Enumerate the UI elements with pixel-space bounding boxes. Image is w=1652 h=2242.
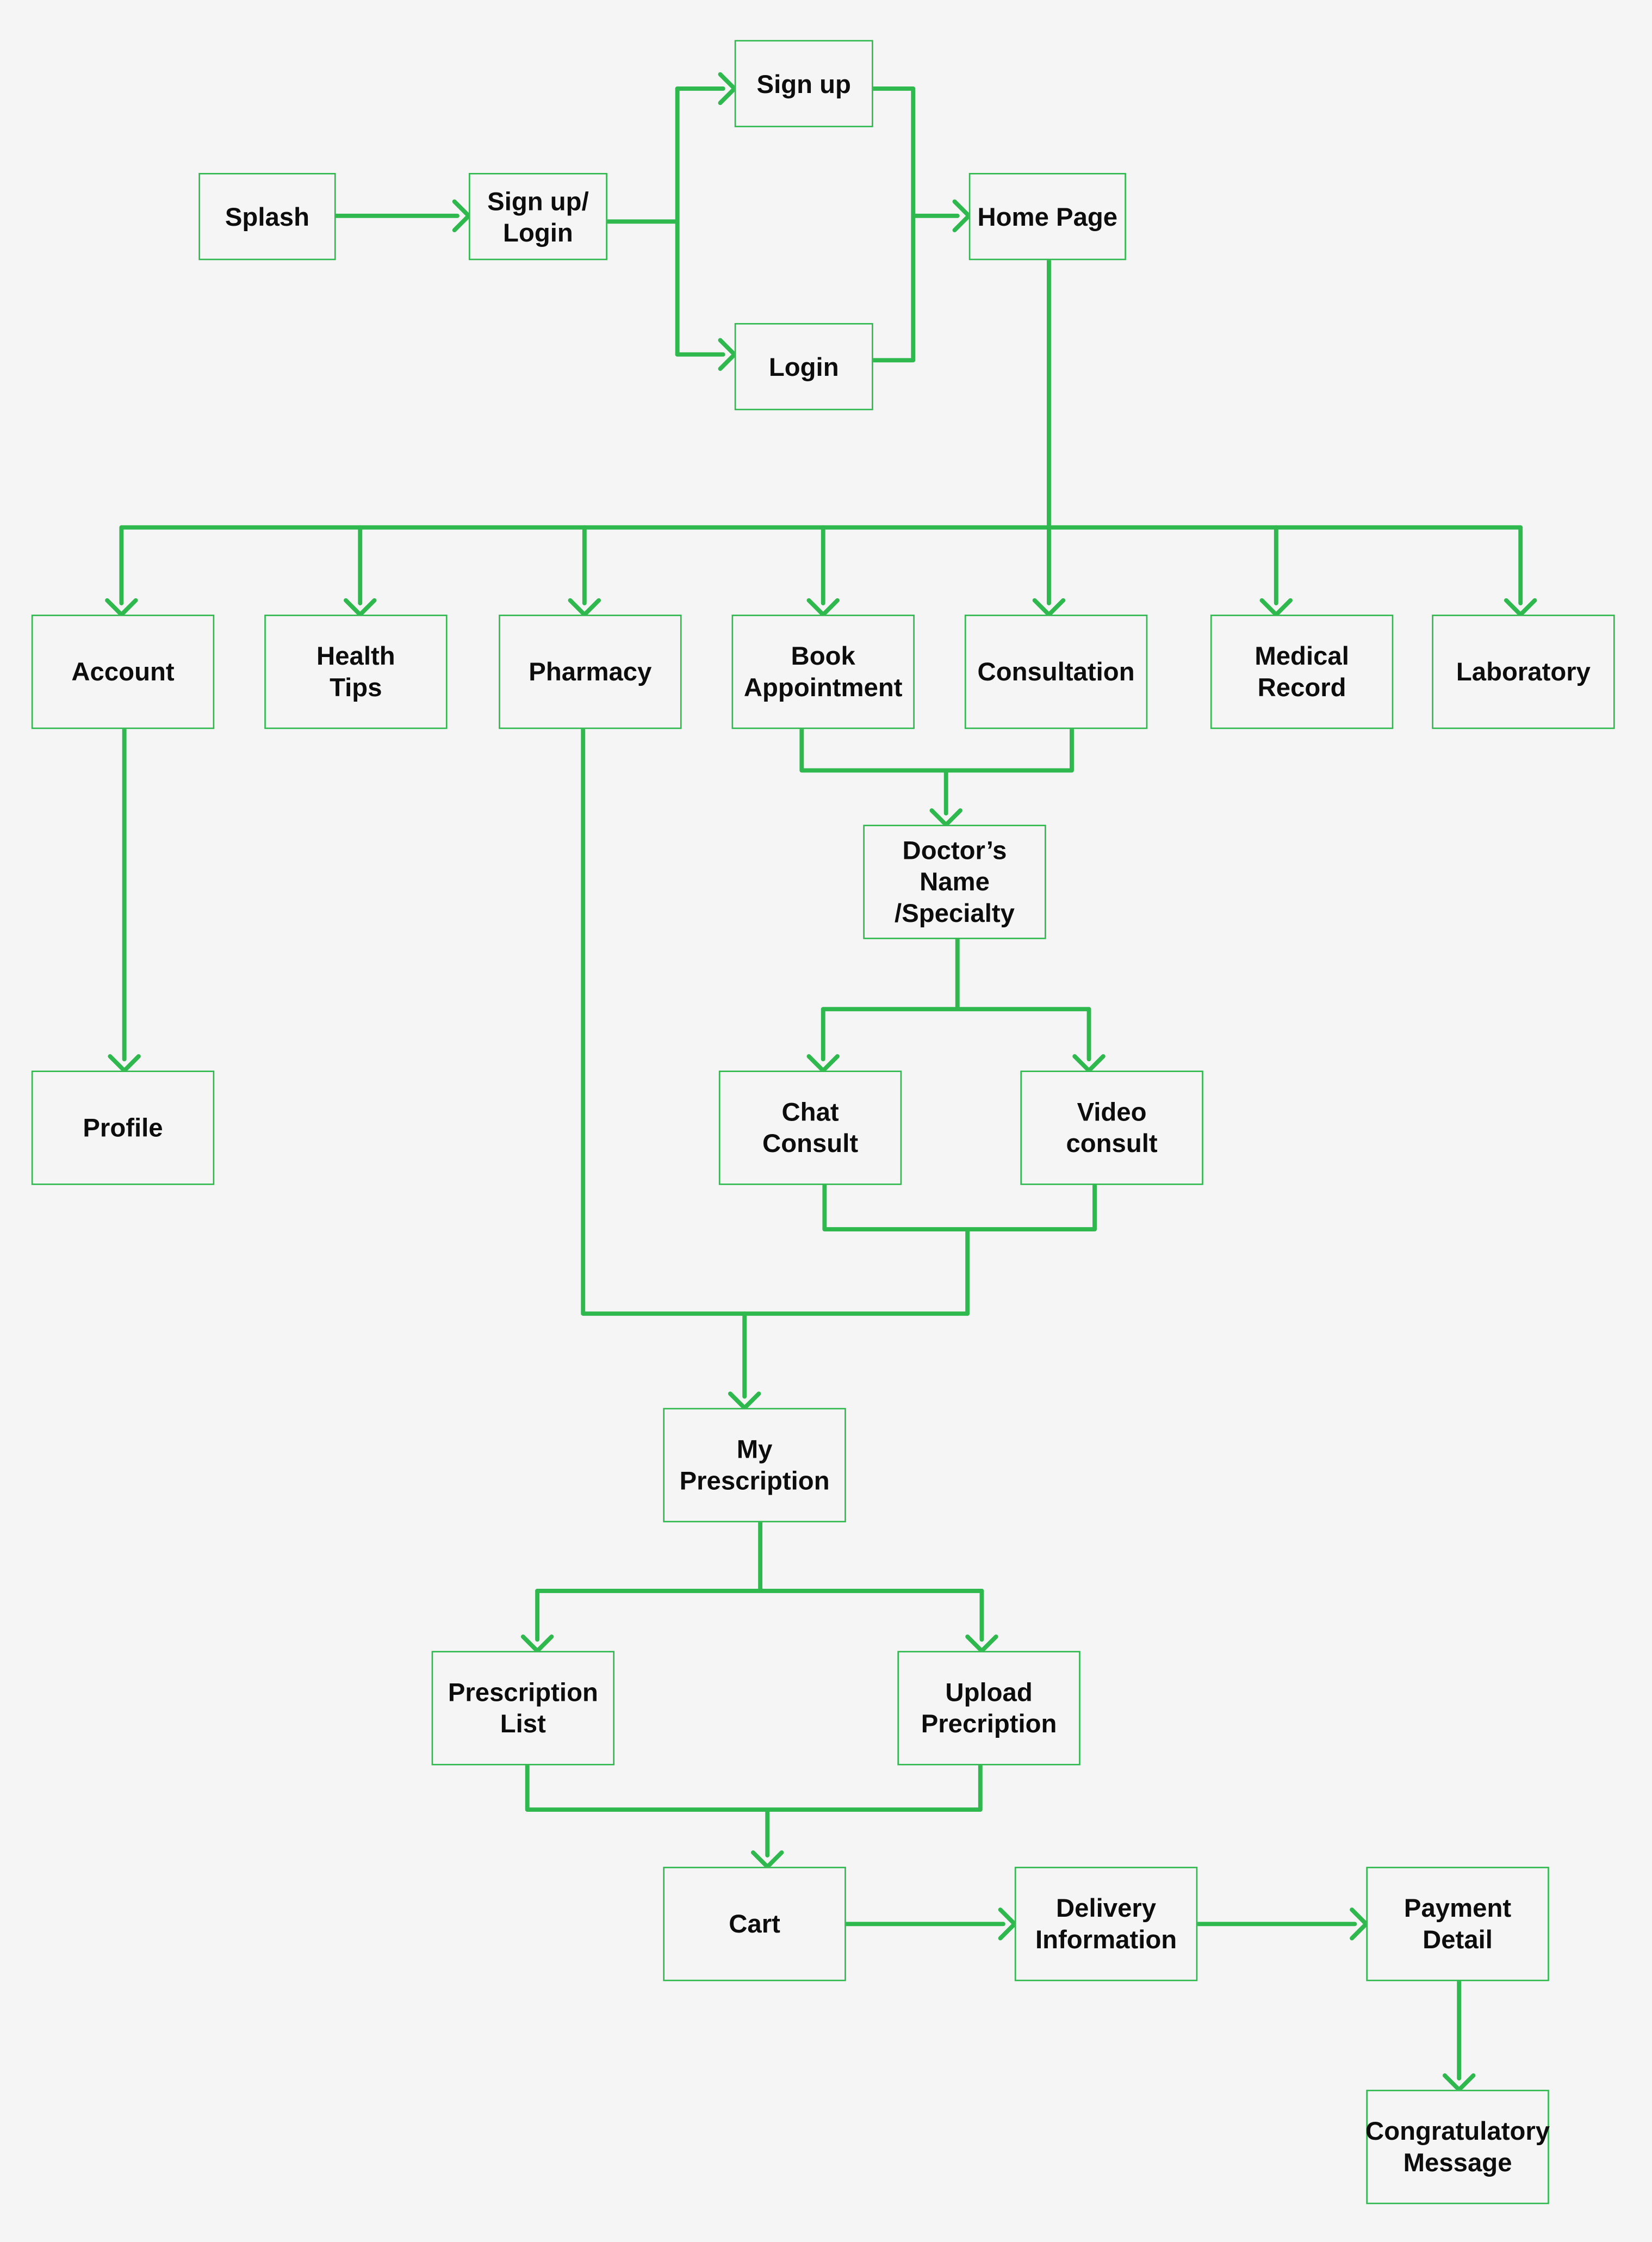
arrowhead-signup-login xyxy=(452,199,471,233)
node-home-page[interactable]: Home Page xyxy=(968,172,1126,261)
node-splash[interactable]: Splash xyxy=(198,172,336,261)
node-login[interactable]: Login xyxy=(734,323,873,411)
arrowhead-prescription-list xyxy=(520,1634,554,1653)
arrowhead-consultation xyxy=(1032,598,1066,617)
node-laboratory[interactable]: Laboratory xyxy=(1432,615,1615,729)
arrowhead-laboratory xyxy=(1504,598,1537,617)
node-health-tips[interactable]: Health Tips xyxy=(264,615,448,729)
edge-pharmacy-to-prescription xyxy=(581,727,970,1316)
arrowhead-account xyxy=(105,598,138,617)
node-consultation[interactable]: Consultation xyxy=(964,615,1148,729)
arrowhead-medical-record xyxy=(1259,598,1293,617)
node-pharmacy[interactable]: Pharmacy xyxy=(499,615,682,729)
arrowhead-home-page xyxy=(952,199,971,233)
node-upload-precription[interactable]: Upload Precription xyxy=(897,1651,1080,1766)
node-my-prescription[interactable]: My Prescription xyxy=(663,1408,846,1522)
node-prescription-list[interactable]: Prescription List xyxy=(431,1651,615,1766)
arrowhead-profile xyxy=(108,1054,141,1073)
node-doctor-name-specialty[interactable]: Doctor’s Name /Specialty xyxy=(863,825,1046,939)
arrowhead-book-appointment xyxy=(806,598,840,617)
node-book-appointment[interactable]: Book Appointment xyxy=(731,615,915,729)
node-cart[interactable]: Cart xyxy=(663,1867,846,1981)
node-medical-record[interactable]: Medical Record xyxy=(1210,615,1394,729)
arrowhead-pharmacy xyxy=(568,598,601,617)
arrowhead-health-tips xyxy=(344,598,377,617)
node-profile[interactable]: Profile xyxy=(31,1070,215,1185)
node-delivery-information[interactable]: Delivery Information xyxy=(1014,1867,1198,1981)
node-signup-login[interactable]: Sign up/ Login xyxy=(468,172,607,261)
node-payment-detail[interactable]: Payment Detail xyxy=(1366,1867,1549,1981)
arrowhead-my-prescription xyxy=(728,1391,761,1410)
arrowhead-chat-consult xyxy=(806,1054,840,1073)
node-signup[interactable]: Sign up xyxy=(734,40,873,127)
edge-signup-login-trunk xyxy=(605,86,680,357)
edge-chat-video-merge xyxy=(822,1182,1097,1316)
node-chat-consult[interactable]: Chat Consult xyxy=(718,1070,902,1185)
arrowhead-upload-precription xyxy=(965,1634,998,1653)
node-video-consult[interactable]: Video consult xyxy=(1020,1070,1203,1185)
edge-signup-login-merge xyxy=(871,86,960,363)
node-congratulatory-message[interactable]: Congratulatory Message xyxy=(1365,2090,1550,2204)
edge-my-prescription-split xyxy=(535,1520,984,1593)
arrowhead-video-consult xyxy=(1072,1054,1106,1073)
edge-list-upload-merge xyxy=(525,1763,983,1858)
node-account[interactable]: Account xyxy=(31,615,215,729)
edge-doctor-split xyxy=(821,937,1091,1012)
edge-book-consult-merge xyxy=(799,727,1074,816)
